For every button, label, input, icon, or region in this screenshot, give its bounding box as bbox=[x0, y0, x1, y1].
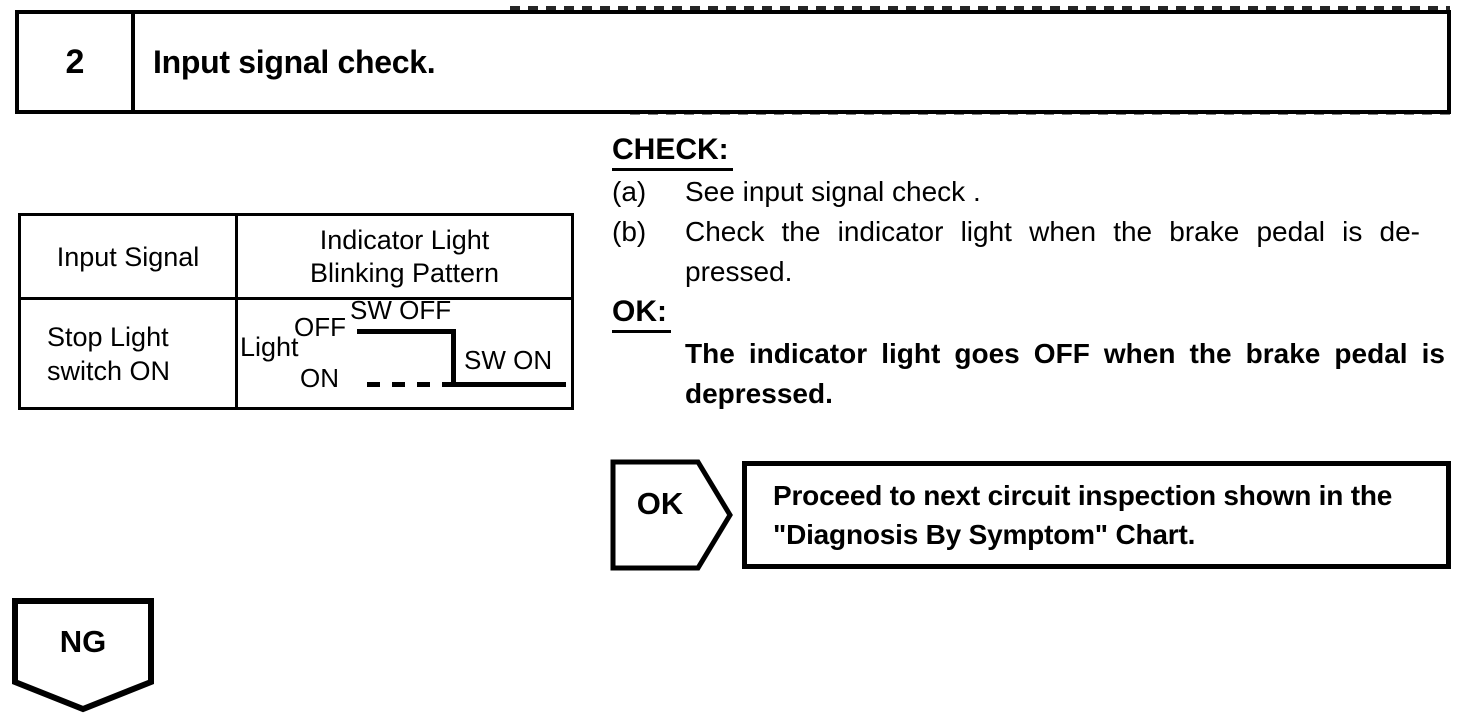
step-number: 2 bbox=[19, 14, 135, 110]
scan-artifact-top bbox=[510, 6, 1450, 11]
item-a-label: (a) bbox=[612, 176, 647, 207]
check-heading: CHECK: bbox=[612, 134, 733, 171]
item-b-label: (b) bbox=[612, 216, 647, 247]
ok-badge: OK bbox=[636, 486, 684, 521]
step-header-box: 2 Input signal check. bbox=[15, 10, 1451, 114]
ok-condition-text: The indicator light goes OFF when the br… bbox=[685, 338, 1445, 409]
header-input-signal: Input Signal bbox=[21, 216, 238, 297]
header-line2: Blinking Pattern bbox=[309, 257, 500, 288]
table-header-row: Input Signal Indicator Light Blinking Pa… bbox=[21, 216, 571, 300]
ok-heading: OK: bbox=[612, 296, 671, 333]
table-data-row: Stop Light switch ON Light OFF SW OFF ON… bbox=[21, 295, 571, 407]
waveform-cell: Light OFF SW OFF ON SW ON bbox=[238, 295, 571, 407]
waveform-sw-on-label: SW ON bbox=[464, 345, 553, 375]
waveform-high-line bbox=[357, 329, 455, 334]
item-a-text: See input signal check . bbox=[685, 176, 981, 207]
check-item-b: (b) Check the indicator light when the b… bbox=[612, 212, 1420, 292]
input-signal-table: Input Signal Indicator Light Blinking Pa… bbox=[18, 213, 574, 410]
row-label-line2: switch ON bbox=[47, 355, 171, 386]
waveform-on-label: ON bbox=[300, 363, 339, 393]
check-item-a: (a) See input signal check . bbox=[612, 172, 981, 212]
item-b-text: Check the indicator light when the brake… bbox=[685, 216, 1420, 287]
ok-result-box: Proceed to next circuit inspection shown… bbox=[742, 461, 1451, 569]
waveform-axis-label: Light bbox=[240, 332, 299, 362]
blinking-pattern-waveform: Light OFF SW OFF ON SW ON bbox=[238, 295, 571, 407]
ok-pointer-shape bbox=[610, 459, 733, 571]
step-title: Input signal check. bbox=[153, 43, 436, 80]
ok-result-text: Proceed to next circuit inspection shown… bbox=[773, 480, 1393, 550]
header-line1: Indicator Light bbox=[319, 224, 490, 255]
row-label-cell: Stop Light switch ON bbox=[21, 300, 238, 407]
waveform-sw-off-label: SW OFF bbox=[350, 295, 452, 325]
row-label-line1: Stop Light bbox=[47, 321, 169, 352]
waveform-low-line bbox=[451, 382, 566, 387]
waveform-drop-line bbox=[451, 329, 456, 387]
header-input-signal-label: Input Signal bbox=[56, 241, 200, 272]
ng-pointer-shape bbox=[12, 598, 154, 713]
ng-badge: NG bbox=[59, 624, 107, 659]
waveform-off-label: OFF bbox=[294, 312, 346, 342]
waveform-dashed-line bbox=[367, 382, 451, 387]
header-blinking-pattern: Indicator Light Blinking Pattern bbox=[238, 216, 571, 297]
